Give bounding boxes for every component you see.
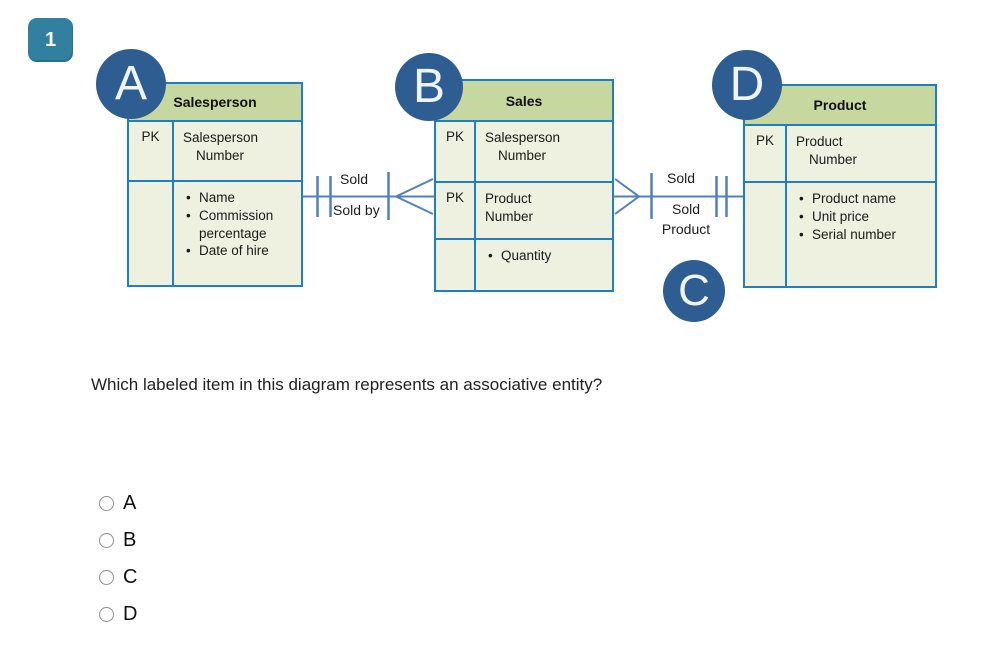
option-label: A — [123, 491, 137, 514]
relationship-label-sold-product: Sold Product — [661, 201, 711, 238]
table-row: PK Salesperson Number — [129, 122, 301, 182]
marker-circle-b: B — [395, 53, 463, 121]
radio-button-d[interactable] — [99, 606, 114, 622]
attribute-line: Number — [196, 147, 245, 163]
pk-attribute-cell: Salesperson Number — [476, 122, 612, 181]
attribute-item: Commission percentage — [183, 207, 295, 243]
table-row: PK Product Number — [436, 183, 612, 240]
table-row: Quantity — [436, 240, 612, 290]
pk-key-cell: PK — [129, 122, 174, 180]
pk-attribute-cell: Product Number — [476, 183, 612, 238]
attribute-line: Number — [809, 151, 858, 167]
pk-key-cell — [129, 182, 174, 285]
option-label: D — [123, 602, 138, 625]
attribute-line: Product — [485, 191, 532, 206]
attributes-cell: Product name Unit price Serial number — [787, 183, 935, 286]
attribute-item: Unit price — [796, 208, 929, 226]
attribute-item: Name — [183, 189, 295, 207]
pk-key-cell: PK — [436, 122, 476, 181]
marker-circle-c: C — [663, 260, 725, 322]
pk-key-cell: PK — [745, 126, 787, 181]
question-number-badge: 1 — [28, 18, 73, 62]
pk-key-cell — [436, 240, 476, 290]
relationship-label-sold-by: Sold by — [333, 202, 380, 218]
radio-button-c[interactable] — [99, 569, 114, 585]
question-text: Which labeled item in this diagram repre… — [91, 375, 603, 394]
attributes-cell: Name Commission percentage Date of hire — [174, 182, 301, 285]
attribute-item: Serial number — [796, 226, 929, 244]
table-row: PK Salesperson Number — [436, 122, 612, 183]
table-row: Name Commission percentage Date of hire — [129, 182, 301, 285]
attribute-line: Salesperson — [485, 130, 561, 145]
relationship-label-sold-left: Sold — [340, 171, 369, 187]
attribute-item: Date of hire — [183, 242, 295, 260]
option-row-b[interactable]: B — [99, 528, 137, 552]
radio-button-a[interactable] — [99, 495, 114, 511]
option-row-c[interactable]: C — [99, 565, 137, 589]
entity-table-product: Product PK Product Number Product name U… — [743, 84, 937, 288]
attributes-cell: Quantity — [476, 240, 612, 290]
option-row-a[interactable]: A — [99, 491, 137, 515]
attribute-line: Number — [498, 147, 547, 163]
table-row: Product name Unit price Serial number — [745, 183, 935, 286]
attribute-line: Number — [485, 208, 534, 224]
option-label: B — [123, 528, 137, 551]
relationship-label-sold-right: Sold — [667, 170, 696, 186]
entity-table-sales: Sales PK Salesperson Number PK Product N… — [434, 79, 614, 292]
pk-attribute-cell: Product Number — [787, 126, 935, 181]
entity-table-salesperson: Salesperson PK Salesperson Number Name C… — [127, 82, 303, 287]
answer-options: A B C D — [99, 491, 137, 639]
option-label: C — [123, 565, 138, 588]
marker-circle-a: A — [96, 49, 166, 119]
pk-attribute-cell: Salesperson Number — [174, 122, 301, 180]
attribute-line: Product — [796, 134, 843, 149]
attribute-item: Product name — [796, 190, 929, 208]
pk-key-cell: PK — [436, 183, 476, 238]
pk-key-cell — [745, 183, 787, 286]
table-row: PK Product Number — [745, 126, 935, 183]
option-row-d[interactable]: D — [99, 602, 137, 626]
marker-circle-d: D — [712, 50, 782, 120]
entity-title-sales: Sales — [436, 81, 612, 122]
attribute-item: Quantity — [485, 247, 606, 265]
attribute-line: Salesperson — [183, 130, 259, 145]
radio-button-b[interactable] — [99, 532, 114, 548]
